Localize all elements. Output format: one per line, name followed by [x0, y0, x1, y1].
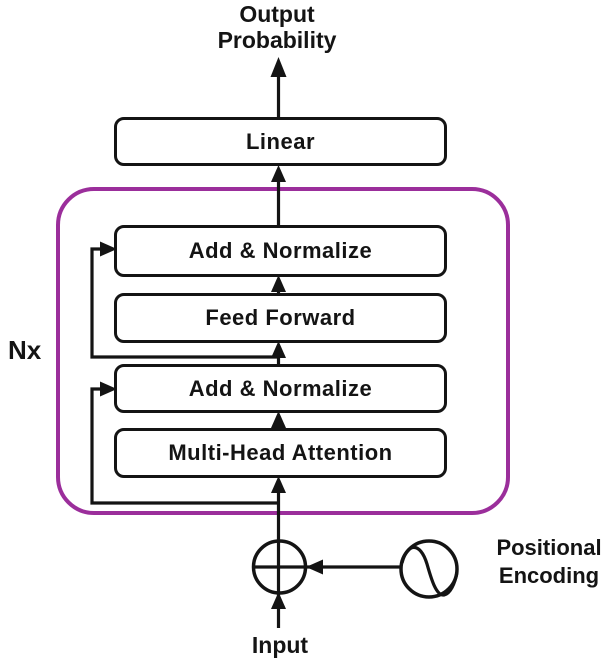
- positional-encoding-line2: Encoding: [498, 563, 600, 588]
- connector-positional-to-add: [253, 559, 401, 575]
- block-feed-forward: Feed Forward: [114, 293, 447, 343]
- output-probability-line1: Output: [239, 1, 315, 27]
- skip-connection-lower: [90, 381, 279, 505]
- block-add-normalize-top-label: Add & Normalize: [188, 238, 373, 263]
- block-feed-forward-label: Feed Forward: [205, 305, 356, 330]
- positional-encoding-line1: Positional: [496, 535, 602, 560]
- connector-addnorm-top-to-linear: [271, 165, 286, 226]
- encoder-stack-outline: [56, 187, 510, 515]
- connector-feedforward-to-addnorm-top: [271, 275, 286, 294]
- sine-wave-icon: [399, 539, 459, 599]
- block-multi-head-attention: Multi-Head Attention: [114, 428, 447, 478]
- connector-input-to-mha: [271, 476, 286, 628]
- block-add-normalize-bottom: Add & Normalize: [114, 364, 447, 413]
- block-multi-head-attention-label: Multi-Head Attention: [168, 440, 393, 465]
- connector-linear-to-output: [270, 57, 287, 117]
- positional-encoding-label: Positional Encoding: [487, 534, 611, 590]
- input-label: Input: [251, 632, 309, 658]
- output-probability-label: Output Probability: [157, 1, 397, 53]
- block-linear: Linear: [114, 117, 447, 166]
- block-add-normalize-top: Add & Normalize: [114, 225, 447, 277]
- block-add-normalize-bottom-label: Add & Normalize: [188, 375, 373, 401]
- nx-repeat-label: Nx: [8, 335, 42, 365]
- skip-connection-upper: [90, 241, 279, 359]
- plus-circle-icon: [251, 539, 308, 595]
- connector-addnorm-bottom-to-feedforward: [271, 341, 286, 365]
- block-linear-label: Linear: [245, 128, 316, 154]
- output-probability-line2: Probability: [217, 27, 337, 53]
